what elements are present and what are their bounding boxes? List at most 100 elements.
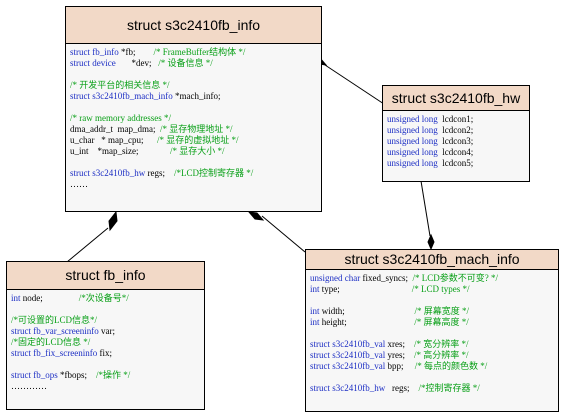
field-line: ……: [70, 179, 317, 190]
field-comment: /*固定的LCD信息 */: [11, 337, 91, 347]
field-comment: /* 高分辨率 */: [413, 350, 469, 360]
field-line: /* raw memory addresses */: [70, 113, 317, 124]
field-comment: /*操作 */: [96, 370, 131, 380]
field-line: …………: [11, 381, 200, 392]
field-line: unsigned char fixed_syncs; /* LCD参数不可变? …: [310, 273, 554, 284]
field-text: lcdcon3;: [437, 136, 474, 146]
struct-s3c2410fb-info-fields: struct fb_info *fb; /* FrameBuffer结构体 */…: [66, 44, 321, 190]
field-text: *fb;: [118, 47, 154, 57]
field-comment: /* 显存大小 */: [170, 146, 225, 156]
struct-s3c2410fb-hw-box: struct s3c2410fb_hw unsigned long lcdcon…: [382, 85, 530, 182]
field-line: dma_addr_t map_dma; /* 显存物理地址 */: [70, 124, 317, 135]
field-type: unsigned long: [387, 147, 438, 157]
field-line: unsigned long lcdcon3;: [387, 136, 525, 147]
field-line: /*可设置的LCD信息*/: [11, 315, 200, 326]
field-comment: /* 设备信息 */: [158, 58, 213, 68]
edge-mach-hw-diamond: [427, 233, 435, 251]
struct-fb-info-fields: int node; /*次设备号*//*可设置的LCD信息*/struct fb…: [7, 290, 204, 392]
field-line: struct s3c2410fb_val xres; /* 宽分辨率 */: [310, 339, 554, 350]
field-line: unsigned long lcdcon5;: [387, 158, 525, 169]
field-text: height;: [319, 317, 415, 327]
struct-s3c2410fb-mach-info-fields: unsigned char fixed_syncs; /* LCD参数不可变? …: [306, 270, 558, 394]
field-line: struct s3c2410fb_mach_info *mach_info;: [70, 91, 317, 102]
field-text: fix;: [97, 348, 112, 358]
field-comment: /*控制寄存器 */: [418, 383, 480, 393]
field-comment: /* 显存的虚拟地址 */: [156, 135, 239, 145]
edge-info-mach-diamond: [247, 211, 265, 221]
field-type: struct fb_fix_screeninfo: [11, 348, 98, 358]
field-text: lcdcon5;: [437, 158, 474, 168]
field-comment: /* 屏幕高度 */: [414, 317, 469, 327]
field-line: unsigned long lcdcon4;: [387, 147, 525, 158]
field-text: lcdcon1;: [437, 114, 474, 124]
field-comment: /*LCD控制寄存器 */: [174, 168, 254, 178]
field-comment: /* 屏幕宽度 */: [414, 306, 470, 316]
field-type: struct s3c2410fb_val: [310, 339, 386, 349]
field-comment: /* 显存物理地址 */: [159, 124, 233, 134]
field-text: node;: [20, 293, 79, 303]
field-text: *dev;: [115, 58, 159, 68]
field-line: [310, 328, 554, 339]
field-text: …………: [11, 381, 47, 391]
field-line: struct device *dev; /* 设备信息 */: [70, 58, 317, 69]
field-type: struct device: [70, 58, 116, 68]
field-type: int: [310, 306, 320, 316]
field-line: int node; /*次设备号*/: [11, 293, 200, 304]
field-line: [70, 69, 317, 80]
field-type: unsigned long: [387, 158, 438, 168]
field-type: int: [310, 284, 320, 294]
field-text: var;: [98, 326, 115, 336]
field-type: struct fb_info: [70, 47, 119, 57]
field-comment: /*可设置的LCD信息*/: [11, 315, 98, 325]
field-comment: /* 开发平台的相关信息 */: [70, 80, 170, 90]
field-text: *mach_info;: [172, 91, 221, 101]
field-line: struct fb_ops *fbops; /*操作 */: [11, 370, 200, 381]
field-line: struct fb_fix_screeninfo fix;: [11, 348, 200, 359]
field-text: regs;: [145, 168, 174, 178]
struct-s3c2410fb-mach-info-box: struct s3c2410fb_mach_info unsigned char…: [305, 249, 559, 412]
field-type: struct s3c2410fb_hw: [310, 383, 386, 393]
struct-s3c2410fb-mach-info-title: struct s3c2410fb_mach_info: [306, 250, 558, 270]
field-text: fixed_syncs;: [360, 273, 413, 283]
field-comment: /* FrameBuffer结构体 */: [153, 47, 246, 57]
field-text: *fbops;: [57, 370, 96, 380]
field-comment: /* LCD types */: [411, 284, 470, 294]
struct-s3c2410fb-hw-fields: unsigned long lcdcon1;unsigned long lcdc…: [383, 111, 529, 169]
field-text: ……: [70, 179, 88, 189]
edge-info-fbinfo-diamond: [108, 210, 118, 232]
field-comment: /*次设备号*/: [78, 293, 129, 303]
field-type: unsigned char: [310, 273, 361, 283]
field-text: lcdcon4;: [437, 147, 474, 157]
field-type: struct s3c2410fb_val: [310, 361, 386, 371]
field-line: int type; /* LCD types */: [310, 284, 554, 295]
struct-fb-info-box: struct fb_info int node; /*次设备号*//*可设置的L…: [6, 261, 205, 410]
field-line: struct s3c2410fb_val bpp; /* 每点的颜色数 */: [310, 361, 554, 372]
field-type: struct fb_ops: [11, 370, 58, 380]
field-line: struct fb_info *fb; /* FrameBuffer结构体 */: [70, 47, 317, 58]
field-line: /* 开发平台的相关信息 */: [70, 80, 317, 91]
field-line: struct fb_var_screeninfo var;: [11, 326, 200, 337]
field-text: xres;: [385, 339, 414, 349]
field-type: struct fb_var_screeninfo: [11, 326, 99, 336]
edge-info-fbinfo: [66, 227, 109, 263]
edge-mach-hw: [420, 180, 431, 237]
field-text: bpp;: [385, 361, 415, 371]
field-type: unsigned long: [387, 136, 438, 146]
field-type: unsigned long: [387, 125, 438, 135]
field-text: yres;: [385, 350, 414, 360]
field-line: [11, 359, 200, 370]
field-text: type;: [319, 284, 412, 294]
field-type: unsigned long: [387, 114, 438, 124]
field-text: lcdcon2;: [437, 125, 474, 135]
edge-info-mach: [261, 215, 306, 253]
field-type: struct s3c2410fb_mach_info: [70, 91, 173, 101]
field-line: /*固定的LCD信息 */: [11, 337, 200, 348]
field-line: u_char * map_cpu; /* 显存的虚拟地址 */: [70, 135, 317, 146]
field-line: int width; /* 屏幕宽度 */: [310, 306, 554, 317]
struct-s3c2410fb-hw-title: struct s3c2410fb_hw: [383, 86, 529, 111]
field-type: struct s3c2410fb_hw: [70, 168, 146, 178]
field-comment: /* 宽分辨率 */: [413, 339, 469, 349]
field-type: int: [310, 317, 320, 327]
field-line: [70, 157, 317, 168]
field-text: regs;: [385, 383, 419, 393]
